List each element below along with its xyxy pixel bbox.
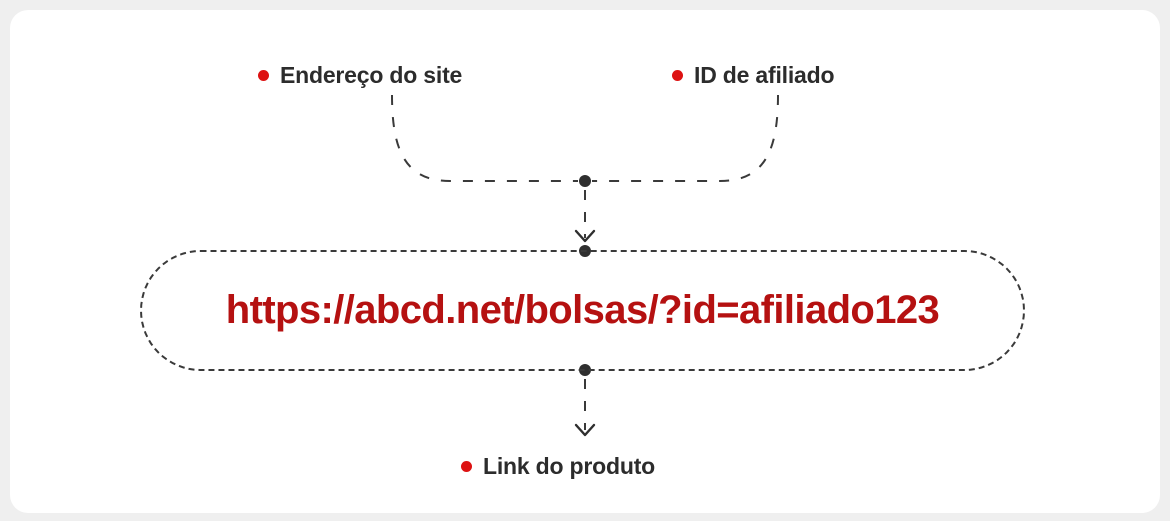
url-capsule: https://abcd.net/bolsas/?id=afiliado123 [140, 250, 1025, 371]
bullet-dot-icon [258, 70, 269, 81]
bullet-dot-icon [672, 70, 683, 81]
callout-affiliate-id-label: ID de afiliado [694, 62, 835, 88]
connector-curve-right [592, 94, 779, 182]
callout-product-link: Link do produto [461, 453, 655, 480]
callout-site-address: Endereço do site [258, 62, 462, 89]
junction-dot-top [579, 175, 591, 187]
callout-site-address-label: Endereço do site [280, 62, 463, 88]
callout-product-link-label: Link do produto [483, 453, 656, 479]
callout-affiliate-id: ID de afiliado [672, 62, 835, 89]
arrowhead-down-to-label [574, 423, 596, 437]
arrowhead-down-to-url [574, 229, 596, 243]
bullet-dot-icon [461, 461, 472, 472]
connector-curve-left [391, 94, 578, 182]
affiliate-url-text: https://abcd.net/bolsas/?id=afiliado123 [225, 288, 940, 332]
